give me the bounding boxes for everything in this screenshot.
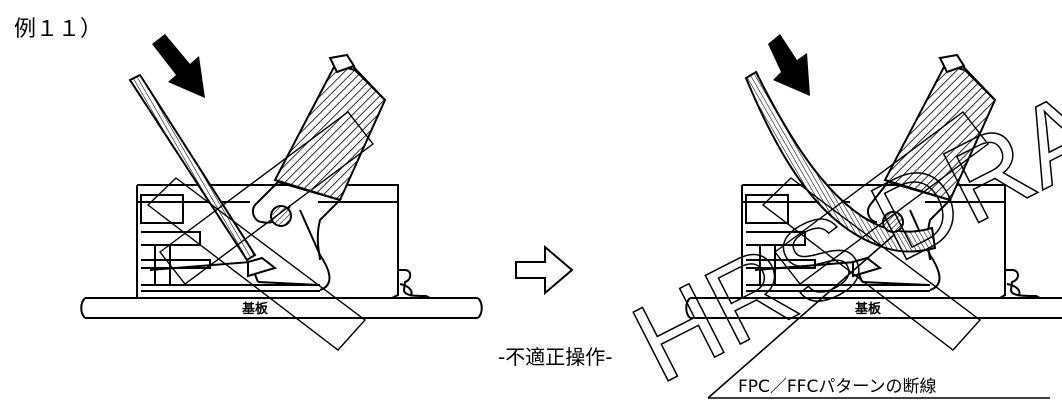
connector-housing-right — [741, 184, 1041, 299]
prohibition-x-right — [761, 111, 989, 351]
right-drawing: 基板 — [685, 34, 1062, 399]
prohibition-x-left — [146, 111, 374, 351]
connector-housing-left — [136, 184, 431, 299]
push-arrow-right — [768, 34, 810, 96]
push-arrow-left — [152, 34, 205, 98]
actuator-left — [247, 53, 387, 291]
board-label-left: 基板 — [241, 301, 269, 317]
result-label: FPC／FFCパターンの断線 — [738, 377, 936, 397]
board-label-right: 基板 — [854, 301, 882, 317]
break-leader-line — [707, 233, 1050, 399]
example-label: 例１１） — [14, 17, 102, 42]
left-drawing: 基板 — [80, 34, 483, 351]
operation-caption: -不適正操作- — [498, 345, 612, 369]
substrate-left — [80, 297, 483, 319]
hollow-right-arrow-icon — [515, 244, 574, 296]
watermark: HRS DRAWING — [614, 0, 1062, 401]
